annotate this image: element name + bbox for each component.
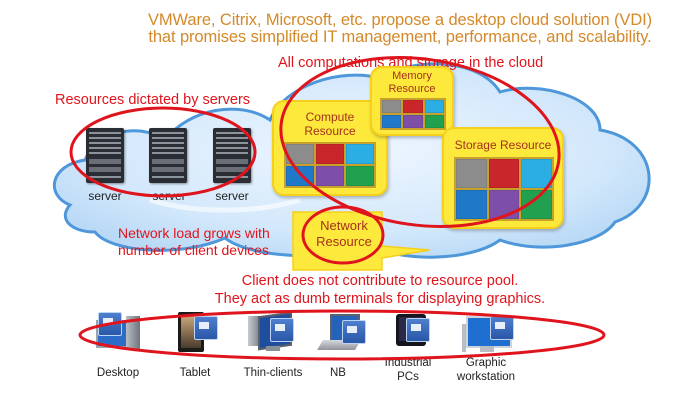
headline-line-1: VMWare, Citrix, Microsoft, etc. propose … (147, 11, 653, 29)
cloud-caption: All computations and storage in the clou… (278, 55, 544, 71)
compute-resource-title: Compute Resource (304, 110, 356, 138)
notebook-icon (317, 312, 368, 354)
tablet-icon (178, 312, 218, 354)
device-label: Graphic workstation (456, 357, 516, 383)
device-label: NB (330, 367, 346, 379)
headline-line-2: that promises simplified IT management, … (148, 28, 652, 46)
device-label: Tablet (179, 367, 211, 379)
storage-resource-box: Storage Resource (442, 127, 564, 229)
server-label: server (215, 189, 249, 203)
resource-block (382, 100, 402, 113)
compute-resource-box: Compute Resource (272, 100, 388, 196)
server-rack-icon (86, 128, 124, 183)
resource-block (456, 190, 487, 219)
memory-resource-blocks (380, 98, 446, 130)
resource-block (488, 190, 520, 219)
server-rack-icon (149, 128, 187, 183)
resource-block (424, 115, 444, 128)
servers-highlight-ellipse (69, 106, 257, 198)
resource-block (403, 115, 423, 128)
resource-block (382, 115, 402, 128)
resource-block (316, 166, 344, 186)
resource-block (488, 159, 520, 188)
resource-block (346, 144, 374, 164)
thin-client-icon (248, 311, 298, 354)
resource-block (521, 159, 552, 188)
cloud-resources-highlight-ellipse (279, 56, 561, 228)
server-label: server (88, 189, 122, 203)
storage-resource-blocks (454, 157, 554, 221)
client-caption: Client does not contribute to resource p… (214, 273, 546, 307)
graphic-workstation-icon (462, 314, 518, 354)
industrial-pc-icon (396, 314, 436, 354)
resource-block (403, 100, 423, 113)
resource-block (316, 144, 344, 164)
compute-resource-blocks (284, 142, 376, 188)
network-caption: Network load grows with number of client… (118, 225, 270, 258)
device-label: Desktop (96, 367, 140, 379)
memory-resource-box: Memory Resource (370, 66, 454, 136)
network-resource-label: Network Resource (316, 218, 372, 249)
resource-block (346, 166, 374, 186)
resource-block (424, 100, 444, 113)
network-highlight-ellipse (301, 205, 385, 265)
clients-highlight-ellipse (78, 309, 606, 361)
storage-resource-title: Storage Resource (454, 138, 552, 152)
device-label: Thin-clients (243, 367, 303, 379)
headline: VMWare, Citrix, Microsoft, etc. propose … (100, 12, 700, 46)
resource-block (456, 159, 487, 188)
memory-resource-title: Memory Resource (388, 70, 436, 95)
servers-caption: Resources dictated by servers (55, 92, 251, 108)
